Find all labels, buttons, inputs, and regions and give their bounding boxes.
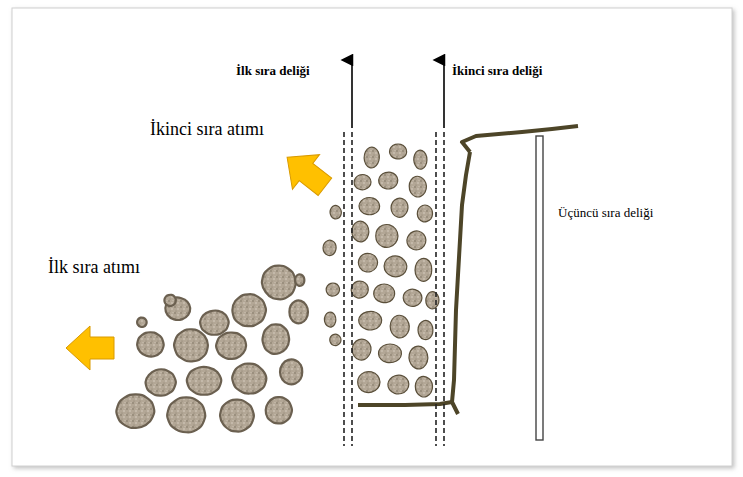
rock-fragment: [390, 315, 409, 337]
rock-fragment: [220, 400, 254, 432]
throw-label: İkinci sıra atımı: [150, 120, 264, 140]
frame: [12, 8, 732, 466]
rock-fragment: [323, 240, 336, 255]
rock-fragment: [137, 332, 164, 356]
rock-fragment: [232, 364, 266, 394]
rock-fragment: [426, 292, 439, 309]
rock-fragment: [216, 333, 246, 359]
rock-fragment: [262, 324, 289, 353]
rock-fragment: [418, 321, 433, 340]
rock-fragment: [330, 334, 341, 345]
rock-fragment: [358, 372, 380, 393]
hole-label: Üçüncü sıra deliği: [558, 206, 653, 220]
rock-fragment: [187, 367, 221, 395]
rock-fragment: [359, 311, 382, 329]
rock-fragment: [388, 375, 409, 394]
rock-fragment: [379, 172, 398, 189]
rock-fragment: [379, 344, 402, 362]
throw-arrow: [66, 326, 114, 370]
rock-fragments: [116, 144, 439, 432]
hole-label: İkinci sıra deliği: [452, 64, 542, 78]
rock-fragment: [200, 311, 229, 335]
rock-fragment: [352, 339, 371, 360]
rock-fragment: [358, 253, 377, 271]
rock-fragment: [232, 294, 266, 326]
throw-label: İlk sıra atımı: [48, 258, 140, 278]
rock-fragment: [354, 175, 371, 190]
rock-fragment: [351, 281, 368, 298]
rock-fragment: [266, 397, 292, 423]
rock-fragment: [391, 198, 408, 217]
rock-fragment: [330, 206, 341, 219]
rock-fragment: [403, 289, 422, 306]
rock-fragment: [262, 266, 296, 300]
bench-face: [452, 152, 470, 414]
rock-fragment: [359, 198, 380, 215]
leader-arrow: [351, 60, 353, 128]
first-row-hole: [344, 132, 352, 446]
rock-fragment: [146, 369, 176, 395]
second-row-hole: [436, 132, 444, 446]
rock-fragment: [116, 394, 154, 428]
rock-fragment: [374, 284, 395, 302]
rock-fragment: [414, 150, 427, 169]
rock-fragment: [389, 144, 406, 159]
rock-fragment: [409, 346, 428, 368]
rock-fragment: [407, 231, 426, 250]
rock-fragment: [295, 274, 304, 285]
rock-fragment: [326, 283, 339, 296]
rock-fragment: [417, 205, 432, 222]
leader-arrow: [443, 60, 445, 128]
rock-fragment: [280, 360, 302, 385]
rock-fragment: [324, 312, 335, 327]
throw-arrow: [274, 140, 339, 204]
rock-fragment: [352, 221, 369, 241]
rock-fragment: [409, 176, 426, 196]
rock-fragment: [376, 225, 398, 248]
rock-fragment: [384, 256, 407, 277]
hole-label: İlk sıra deliği: [236, 64, 310, 78]
third-row-hole: [536, 136, 543, 440]
rock-fragment: [167, 397, 205, 432]
rock-fragment: [415, 377, 432, 397]
rock-fragment: [137, 318, 147, 327]
rock-fragment: [174, 329, 208, 361]
bench-floor: [358, 402, 452, 405]
rock-fragment: [364, 147, 379, 168]
rock-fragment: [164, 295, 175, 306]
rock-fragment: [415, 259, 432, 282]
bench-top: [462, 126, 578, 152]
rock-fragment: [289, 301, 308, 324]
